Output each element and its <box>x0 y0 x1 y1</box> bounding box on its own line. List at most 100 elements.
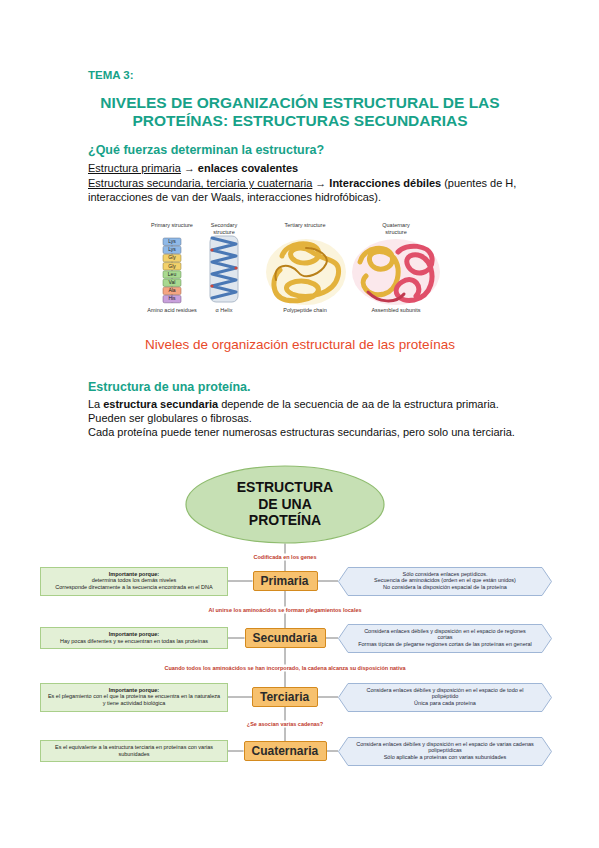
node-text: Cuaternaria <box>252 744 319 758</box>
connector-line <box>228 697 252 698</box>
connector-line <box>228 581 253 582</box>
node-text: Secundaria <box>253 631 318 645</box>
connector-line <box>228 751 244 752</box>
section-number: TEMA 3: <box>88 68 388 82</box>
text-run: → <box>315 177 326 189</box>
node-text: Primaria <box>261 574 310 588</box>
assembly-shadow <box>352 239 440 305</box>
node-text: Considera enlaces débiles y disposición … <box>356 628 534 642</box>
polypeptide-ribbon <box>274 244 339 301</box>
alpha-helix-figure <box>210 236 238 302</box>
residue-name: Ala <box>163 287 181 294</box>
node-text: Sólo considera enlaces peptídicos. <box>356 571 534 578</box>
level-box: Cuaternaria <box>244 741 327 761</box>
connector-label: Al unirse los aminoácidos se forman pleg… <box>205 606 364 613</box>
residue-name: Gly <box>163 254 181 261</box>
node-text: Única para cada proteína <box>356 700 534 707</box>
node-text: Es el plegamiento con el que la proteína… <box>46 693 222 707</box>
quaternary-structure-figure <box>352 239 440 305</box>
text-line: Laestructura secundariadepende de la sec… <box>88 397 558 411</box>
fold-shadow <box>266 239 346 305</box>
figure-caption: Niveles de organización estructural de l… <box>90 337 510 353</box>
figure-label: Quaternary structure <box>374 222 418 235</box>
note-box: Importante porque:Es el plegamiento con … <box>40 683 228 712</box>
node-text: Importante porque: <box>46 687 222 694</box>
residue-box <box>163 271 181 278</box>
node-text: determina todos los demás niveles <box>46 577 222 584</box>
node-text: Secuencia de aminoácidos (orden en el qu… <box>356 577 534 584</box>
node-text: Importante porque: <box>46 631 222 638</box>
helix-ribbon <box>212 238 236 298</box>
figure-label: Tertiary structure <box>283 222 327 229</box>
text-run: TEMA 3: <box>88 69 134 81</box>
connector-group <box>228 544 338 752</box>
connector-line <box>326 638 339 639</box>
text-run: Pueden ser globulares o fibrosas. <box>88 412 252 424</box>
residue-name: Lys <box>163 246 181 253</box>
hexagon-shape <box>339 624 552 652</box>
connector-line <box>318 697 338 698</box>
node-text: Sólo aplicable a proteínas con varias su… <box>356 754 534 761</box>
helix-cylinder <box>210 236 238 302</box>
description-hexagon: Sólo considera enlaces peptídicos.Secuen… <box>338 567 552 596</box>
residue-name: His <box>163 295 181 302</box>
node-text: Corresponde directamente a la secuencia … <box>46 584 222 591</box>
text-line: Estructuras secundaria, terciaria y cuat… <box>88 176 538 204</box>
connector-label: Codificada en los genes <box>251 554 320 561</box>
level-box: Secundaria <box>245 628 326 648</box>
note-box: Importante porque:determina todos los de… <box>40 567 228 596</box>
text-run: Estructura de una proteína. <box>88 380 251 394</box>
text-line: Estructura primaria→enlaces covalentes <box>88 161 538 175</box>
text-line: Pueden ser globulares o fibrosas. <box>88 411 558 425</box>
section-heading: Estructura de una proteína. <box>88 380 528 395</box>
note-box: Importante porque:Hay pocas diferentes y… <box>40 627 228 649</box>
node-text: Formas típicas de plegarse regiones cort… <box>356 641 534 648</box>
figure-label: Polypeptide chain <box>283 307 326 314</box>
node-text: No considera la disposición espacial de … <box>356 584 534 591</box>
figure-label: Secondary structure <box>202 222 246 235</box>
subunit-ribbon <box>368 292 404 301</box>
text-run: Interacciones débiles <box>329 177 441 189</box>
text-run: ¿Qué fuerzas determinan la estructura? <box>88 143 324 157</box>
description-hexagon: Considera enlaces débiles y disposición … <box>338 624 552 653</box>
connector-line <box>228 638 245 639</box>
text-run: Estructuras secundaria, terciaria y cuat… <box>88 177 312 189</box>
residue-name: Lys <box>163 238 181 245</box>
note-box: Es el equivalente a la estructura tercia… <box>40 740 228 762</box>
page-title: NIVELES DE ORGANIZACIÓN ESTRUCTURAL DE L… <box>80 94 520 130</box>
residue-box <box>163 246 181 253</box>
polypeptide-ribbon <box>275 248 326 280</box>
text-line: Cada proteína puede tener numerosas estr… <box>88 425 558 439</box>
node-text: Considera enlaces débiles y disposición … <box>356 741 534 755</box>
description-hexagon: Considera enlaces débiles y disposición … <box>338 737 552 766</box>
text-run: → <box>184 162 195 174</box>
subunit-ribbon <box>396 246 432 300</box>
residue-name: Gly <box>163 263 181 270</box>
concept-ellipse: ESTRUCTURA DE UNA PROTEÍNA <box>185 465 385 544</box>
residue-box <box>163 254 181 261</box>
node-text: Considera enlaces débiles y disposición … <box>356 687 534 701</box>
connector-line <box>318 581 339 582</box>
primary-structure-figure <box>163 238 181 303</box>
text-run: La <box>88 398 100 410</box>
level-box: Primaria <box>253 571 318 591</box>
figure-label: Amino acid residues <box>147 307 197 314</box>
residue-box <box>163 295 181 302</box>
node-text: Importante porque: <box>46 571 222 578</box>
residue-box <box>163 238 181 245</box>
section-heading: ¿Qué fuerzas determinan la estructura? <box>88 143 528 158</box>
tertiary-structure-figure <box>266 239 346 305</box>
residue-name: Leu <box>163 271 181 278</box>
text-run: depende de la secuencia de aa de la estr… <box>221 398 499 410</box>
node-text: Es el equivalente a la estructura tercia… <box>46 744 222 758</box>
ellipse-shape <box>186 466 384 543</box>
hexagon-shape <box>339 737 552 765</box>
node-text: ESTRUCTURA DE UNA PROTEÍNA <box>235 479 335 529</box>
hexagon-shape <box>339 683 552 711</box>
figure-label: Primary structure <box>150 222 194 229</box>
figure-label: Assembled subunits <box>371 307 420 314</box>
connector-line <box>327 751 339 752</box>
hexagon-shape <box>339 567 552 595</box>
atom-dot <box>210 248 213 251</box>
residue-box <box>163 287 181 294</box>
